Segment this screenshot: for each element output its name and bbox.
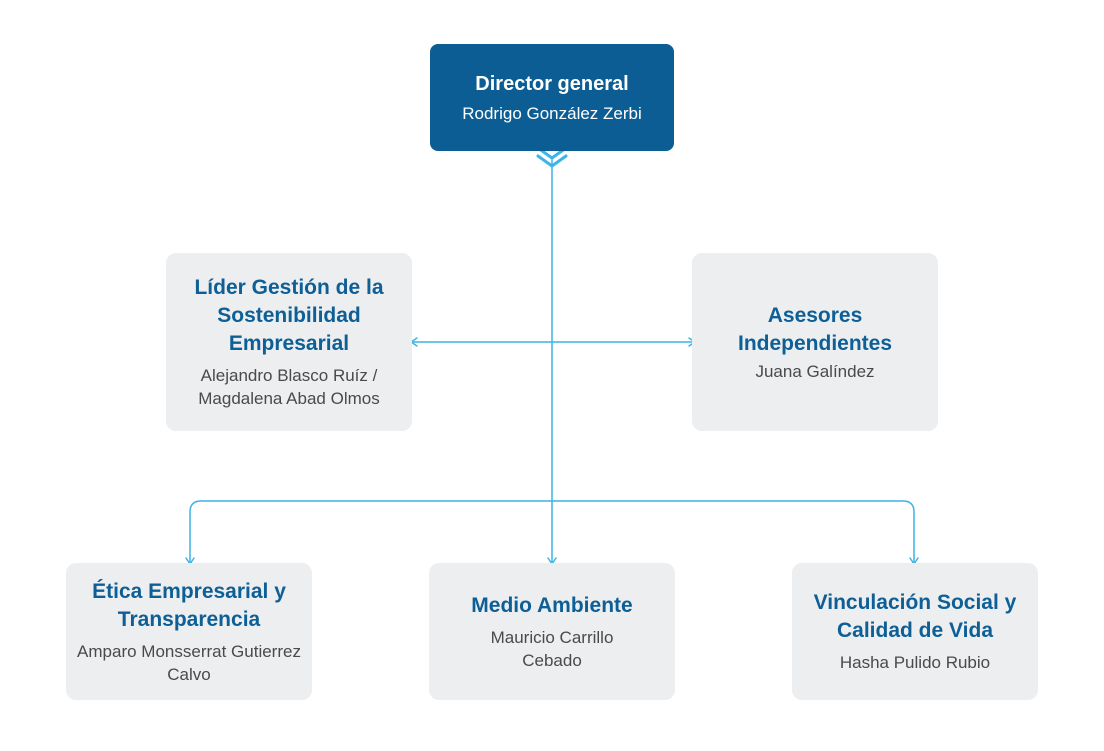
etica-title: Ética Empresarial y Transparencia bbox=[92, 579, 286, 631]
director-title: Director general bbox=[475, 73, 629, 95]
asesores-box: Asesores Independientes Juana Galíndez bbox=[692, 253, 938, 431]
director-box: Director general Rodrigo González Zerbi bbox=[430, 44, 674, 151]
medio-title: Medio Ambiente bbox=[471, 593, 633, 617]
director-person: Rodrigo González Zerbi bbox=[462, 104, 642, 123]
bottom-branch-line bbox=[189, 500, 915, 563]
lider-title: Líder Gestión de la Sostenibilidad Empre… bbox=[194, 276, 384, 355]
vinculacion-title: Vinculación Social y Calidad de Vida bbox=[813, 591, 1017, 642]
etica-box: Ética Empresarial y Transparencia Amparo… bbox=[66, 563, 312, 700]
asesores-title: Asesores Independientes bbox=[737, 303, 893, 355]
medio-box: Medio Ambiente Mauricio Carrillo Cebado bbox=[429, 563, 675, 700]
vinculacion-person: Hasha Pulido Rubio bbox=[839, 653, 991, 672]
etica-person: Amparo Monsserrat Gutierrez Calvo bbox=[77, 641, 301, 684]
chevron-down-icon bbox=[536, 146, 568, 160]
lider-person: Alejandro Blasco Ruíz / Magdalena Abad O… bbox=[198, 366, 380, 408]
vinculacion-box: Vinculación Social y Calidad de Vida Has… bbox=[792, 563, 1038, 700]
medio-person: Mauricio Carrillo Cebado bbox=[490, 627, 614, 670]
asesores-person: Juana Galíndez bbox=[755, 361, 875, 381]
lider-box: Líder Gestión de la Sostenibilidad Empre… bbox=[166, 253, 412, 431]
